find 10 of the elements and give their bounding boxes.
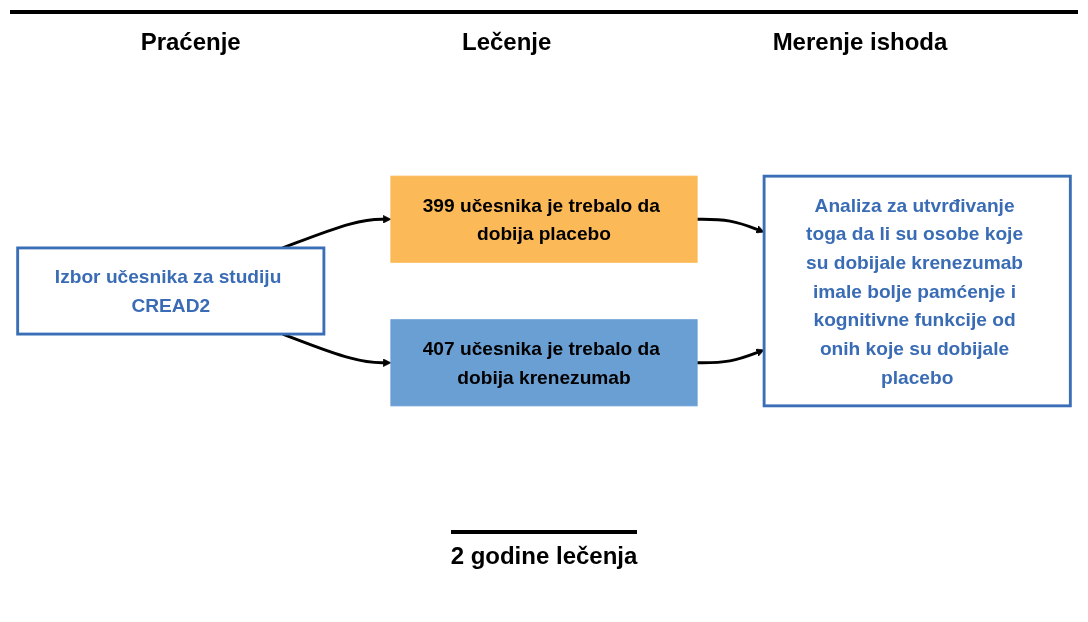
column-heading: Merenje ishoda (772, 28, 948, 56)
node-box: Analiza za utvrđivanje toga da li su osobe koje su dobijale krenezumab imale bolje pamćenje i kognitivne funkcije od onih koje su dobijale placebo (762, 174, 1072, 408)
column-heading: Praćenje (140, 28, 241, 56)
arrow (697, 217, 765, 234)
arrow (697, 348, 765, 365)
node-box: 407 učesnika je trebalo da dobija krenezumab (390, 319, 698, 407)
column-heading: Lečenje (461, 28, 552, 56)
node-box: 399 učesnika je trebalo da dobija placebo (390, 175, 698, 263)
duration-label: 2 godine lečenja (450, 530, 638, 570)
node-box: Izbor učesnika za studiju CREAD2 (16, 246, 326, 336)
